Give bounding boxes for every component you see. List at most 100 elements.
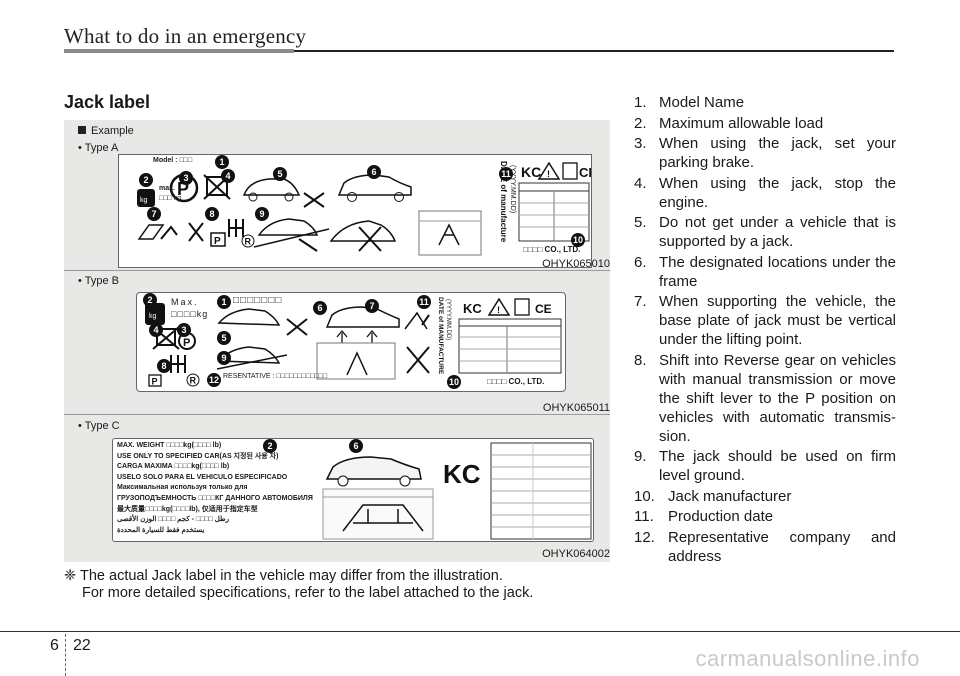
list-item-text: Jack manufacturer xyxy=(668,487,792,505)
type-a-max-text: max. xyxy=(159,185,175,192)
list-item-text: Do not get under a vehicle that is suppo… xyxy=(659,214,896,250)
type-b-date-format: (YYYY.MM.DD) xyxy=(445,299,451,340)
footer-rule xyxy=(0,631,960,632)
type-c-line: Максимальная используя только для xyxy=(117,484,248,492)
bullet-square-icon xyxy=(78,126,86,134)
callout-badge-4: 4 xyxy=(221,169,235,183)
list-item: 10.Jack manufacturer xyxy=(634,487,896,506)
type-a-date-text: DATE of manufacture xyxy=(499,161,508,243)
type-a-model-text: Model : □□□ xyxy=(153,157,193,164)
svg-text:kg: kg xyxy=(149,313,157,320)
type-b-code: OHYK065011 xyxy=(542,402,610,414)
panel-separator xyxy=(64,414,610,415)
svg-text:!: ! xyxy=(547,169,550,179)
jack-label-legend-list: 1. Model Name 2. Maximum allowable load 3.… xyxy=(634,93,896,567)
list-item: 6.The designated locations under the fra… xyxy=(634,253,896,291)
footnote-line-2: For more detailed specifications, refer … xyxy=(82,585,534,601)
type-a-kg-text: □□□ kg xyxy=(159,195,182,202)
list-item-number: 2. xyxy=(634,114,647,132)
list-item-number: 3. xyxy=(634,135,647,152)
type-b-artwork: kg P P R DATE of MANUFACTURE xyxy=(145,297,562,387)
callout-badge-1: 1 xyxy=(215,155,229,169)
list-item-number: 4. xyxy=(634,174,647,192)
type-c-label: • Type C xyxy=(78,420,120,432)
type-b-kg-text: □□□□kg xyxy=(171,309,209,319)
list-item-number: 8. xyxy=(634,351,647,369)
type-c-line: MAX. WEIGHT □□□□kg(□□□□ lb) xyxy=(117,442,222,449)
svg-text:R: R xyxy=(245,237,252,247)
list-item: 7.When supporting the vehicle, the base … xyxy=(634,292,896,349)
note-symbol-icon: ❈ xyxy=(64,568,77,584)
svg-text:KC: KC xyxy=(463,301,482,316)
list-item-number: 12. xyxy=(634,528,655,546)
list-item: 5. Do not get under a vehicle that is sup… xyxy=(634,213,896,251)
svg-text:KC: KC xyxy=(443,459,481,489)
callout-badge-11: 11 xyxy=(417,295,431,309)
callout-badge-7: 7 xyxy=(365,299,379,313)
list-item-text: The designated locations under the frame xyxy=(659,253,896,290)
list-item-text: Maximum allowable load xyxy=(659,114,824,132)
list-item-text: When using the jack, set your parking br… xyxy=(659,135,896,171)
page-header-title: What to do in an emergency xyxy=(64,24,307,48)
footnote-text-1: The actual Jack label in the vehicle may… xyxy=(80,568,503,584)
callout-badge-10: 10 xyxy=(447,375,461,389)
svg-text:kg: kg xyxy=(140,197,148,204)
callout-badge-2: 2 xyxy=(143,293,157,307)
callout-badge-3: 3 xyxy=(179,171,193,185)
list-item-text: Model Name xyxy=(659,94,745,111)
callout-badge-9: 9 xyxy=(255,207,269,221)
svg-text:!: ! xyxy=(497,305,500,315)
type-b-rep-text: RESENTATIVE : □□□□□□□□□□□□ xyxy=(223,373,328,380)
callout-badge-10: 10 xyxy=(571,233,585,247)
svg-text:P: P xyxy=(183,337,190,349)
type-a-artwork: kg P P xyxy=(137,161,592,256)
callout-badge-4: 4 xyxy=(149,323,163,337)
callout-badge-8: 8 xyxy=(157,359,171,373)
svg-text:CE: CE xyxy=(579,165,592,180)
type-c-code: OHYK064002 xyxy=(542,548,610,560)
callout-badge-7: 7 xyxy=(147,207,161,221)
header-rule xyxy=(294,50,894,52)
type-a-date-format: (YYYY.MM.DD) xyxy=(509,165,516,213)
callout-badge-6: 6 xyxy=(367,165,381,179)
type-b-date-text: DATE of MANUFACTURE xyxy=(437,297,444,375)
list-item-number: 7. xyxy=(634,293,647,310)
type-a-code: OHYK065010 xyxy=(542,258,610,270)
list-item: 4. When using the jack, stop the engine. xyxy=(634,174,896,212)
callout-badge-8: 8 xyxy=(205,207,219,221)
list-item-text: The jack should be used on firm level gr… xyxy=(659,448,896,484)
callout-badge-12: 12 xyxy=(207,373,221,387)
list-item-number: 11. xyxy=(634,508,654,525)
type-c-text-block: MAX. WEIGHT □□□□kg(□□□□ lb) USE ONLY TO … xyxy=(117,441,317,536)
page-number-divider xyxy=(65,634,66,676)
list-item-number: 9. xyxy=(634,448,647,465)
example-heading: Example xyxy=(78,125,134,137)
jack-label-type-a: kg P P xyxy=(118,154,592,268)
callout-badge-2: 2 xyxy=(263,439,277,453)
callout-badge-6: 6 xyxy=(313,301,327,315)
footnote: ❈The actual Jack label in the vehicle ma… xyxy=(64,568,533,602)
callout-badge-6: 6 xyxy=(349,439,363,453)
type-c-line: USELO SOLO PARA EL VEHICULO ESPECIFICADO xyxy=(117,473,288,481)
list-item: 8.Shift into Reverse gear on vehicles wi… xyxy=(634,351,896,446)
svg-text:KC: KC xyxy=(521,164,541,180)
list-item-number: 5. xyxy=(634,214,647,231)
list-item-text: Representative company and address xyxy=(668,528,896,565)
type-b-company-text: □□□□ CO., LTD. xyxy=(487,377,545,386)
type-c-line: CARGA MAXIMA □□□□kg(□□□□ lb) xyxy=(117,463,230,471)
list-item-text: When using the jack, stop the engine. xyxy=(659,174,896,211)
chapter-number: 6 xyxy=(50,637,59,654)
watermark: carmanualsonline.info xyxy=(695,646,920,671)
list-item: 11.Production date xyxy=(634,507,896,526)
callout-badge-11: 11 xyxy=(499,167,513,181)
callout-badge-1: 1 xyxy=(217,295,231,309)
type-c-line: رطل □□□□ - كجم □□□□ الوزن الأقصى xyxy=(117,516,229,524)
list-item: 9. The jack should be used on firm level … xyxy=(634,447,896,485)
page-number: 22 xyxy=(73,637,91,654)
type-a-company-text: □□□□ CO., LTD. xyxy=(523,245,581,254)
list-item: 1. Model Name xyxy=(634,93,896,112)
list-item-number: 1. xyxy=(634,94,647,111)
callout-badge-9: 9 xyxy=(217,351,231,365)
type-b-model-text: □□□□□□□ xyxy=(233,295,283,306)
list-item: 2. Maximum allowable load xyxy=(634,114,896,133)
